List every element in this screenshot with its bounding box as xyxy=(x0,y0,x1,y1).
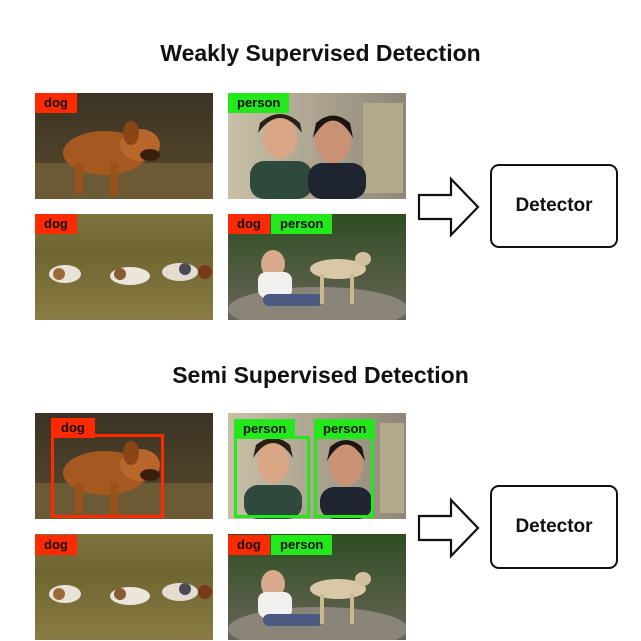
semi-image-2-bbox-person-1 xyxy=(234,436,310,518)
weak-section-title: Weakly Supervised Detection xyxy=(160,40,481,66)
semi-image-2-bbox-person-2 xyxy=(314,436,374,518)
semi-image-1-bbox-dog xyxy=(51,434,164,518)
semi-section-title: Semi Supervised Detection xyxy=(172,362,469,388)
semi-detector-box: Detector xyxy=(490,485,618,569)
weak-detector-label: Detector xyxy=(515,195,593,216)
weak-image-2-tag-person: person xyxy=(228,93,290,113)
semi-image-1-tag-dog: dog xyxy=(51,418,95,438)
semi-image-3-tag-dog: dog xyxy=(35,535,77,555)
weak-image-1-tag-dog: dog xyxy=(35,93,77,113)
semi-image-2-tag-person-2: person xyxy=(314,419,376,439)
semi-detector-label: Detector xyxy=(515,516,593,537)
weak-image-dog-1 xyxy=(35,93,213,199)
weak-image-3-tag-dog: dog xyxy=(35,214,77,234)
dog-photo xyxy=(35,93,213,199)
weak-arrow-right-icon xyxy=(417,176,480,238)
dog-photo xyxy=(35,413,213,519)
weak-image-4-tag-dog: dog xyxy=(228,214,270,234)
weak-image-4-tag-person: person xyxy=(271,214,333,234)
weak-detector-box: Detector xyxy=(490,164,618,248)
semi-arrow-right-icon xyxy=(417,497,480,559)
semi-image-2-tag-person-1: person xyxy=(234,419,296,439)
semi-image-4-tag-person: person xyxy=(271,535,333,555)
semi-image-4-tag-dog: dog xyxy=(228,535,270,555)
semi-image-dog-1 xyxy=(35,413,213,519)
